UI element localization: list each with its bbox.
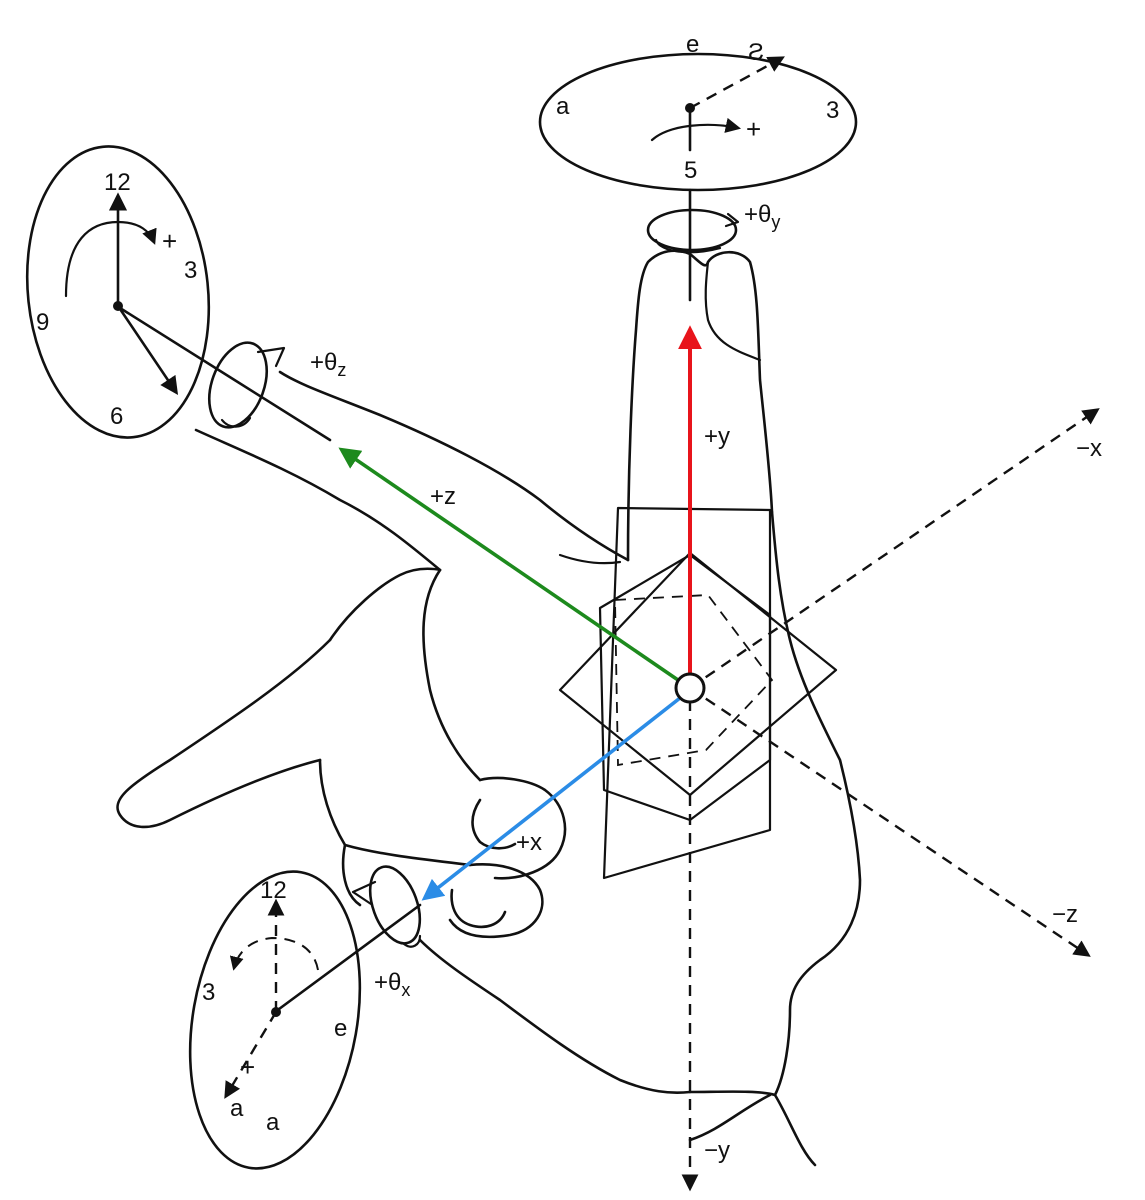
hand-outline <box>116 249 862 1167</box>
label-theta-x: +θx <box>374 969 410 1000</box>
clock-bottom-n-low2: a <box>266 1109 280 1136</box>
label-theta-y: +θy <box>744 201 780 232</box>
clock-left-direction-arrow <box>64 220 157 298</box>
clock-top-plus: + <box>746 114 761 144</box>
clock-top: e 3 5 a Ƨ + <box>538 31 858 192</box>
clock-left-plus: + <box>162 226 177 256</box>
neg-x-axis-line <box>689 408 1100 689</box>
clock-left-face <box>25 145 211 439</box>
clock-top-face <box>538 52 858 192</box>
clock-bottom-n-right: e <box>334 1015 347 1042</box>
clock-top-direction-arrow <box>650 117 742 142</box>
neg-z-axis-line <box>689 687 1091 957</box>
clock-left-n6: 6 <box>110 403 123 430</box>
clock-bottom: 12 3 e a a + <box>188 870 362 1170</box>
x-rotation-axis-line <box>273 903 422 1014</box>
label-neg-z: −z <box>1052 901 1078 928</box>
label-pos-y: +y <box>704 423 730 450</box>
clock-top-n3: 3 <box>826 97 839 124</box>
clock-left-n9: 9 <box>36 309 49 336</box>
clock-bottom-hand-down <box>224 1011 278 1099</box>
clock-bottom-n-low1: a <box>230 1095 244 1122</box>
positive-axes <box>338 325 706 901</box>
axis-labels: +y +z +x −x −z −y +θy +θz +θx <box>310 201 1102 1164</box>
label-theta-z: +θz <box>310 349 346 380</box>
label-neg-y: −y <box>704 1137 730 1164</box>
clock-left-n12: 12 <box>104 169 131 196</box>
clock-top-hand <box>689 56 785 110</box>
clock-top-hand-label: Ƨ <box>748 39 764 66</box>
clock-left-minute-hand <box>116 304 179 396</box>
label-pos-x: +x <box>516 829 542 856</box>
clock-top-n6: 5 <box>684 157 697 184</box>
clock-bottom-plus: + <box>240 1052 255 1082</box>
clock-bottom-face <box>188 870 362 1170</box>
clock-left: 12 3 6 9 + <box>25 145 211 439</box>
negative-axes <box>681 408 1100 1192</box>
clock-top-n9: a <box>556 93 570 120</box>
clock-bottom-n12: 12 <box>260 877 287 904</box>
rotation-ring-z-icon <box>208 341 286 429</box>
z-rotation-axis-line <box>118 306 332 442</box>
label-pos-z: +z <box>430 483 456 510</box>
pos-x-axis-arrow <box>421 696 682 901</box>
rotation-ring-y-icon <box>646 208 740 254</box>
clock-bottom-n3: 3 <box>202 979 215 1006</box>
clock-top-n12: e <box>686 31 699 58</box>
rotation-ring-x-icon <box>351 865 422 948</box>
origin-point <box>674 672 706 704</box>
clock-bottom-direction-arrow <box>229 936 319 971</box>
clock-left-n3: 3 <box>184 257 197 284</box>
pos-z-axis-arrow <box>338 447 680 682</box>
label-neg-x: −x <box>1076 435 1102 462</box>
